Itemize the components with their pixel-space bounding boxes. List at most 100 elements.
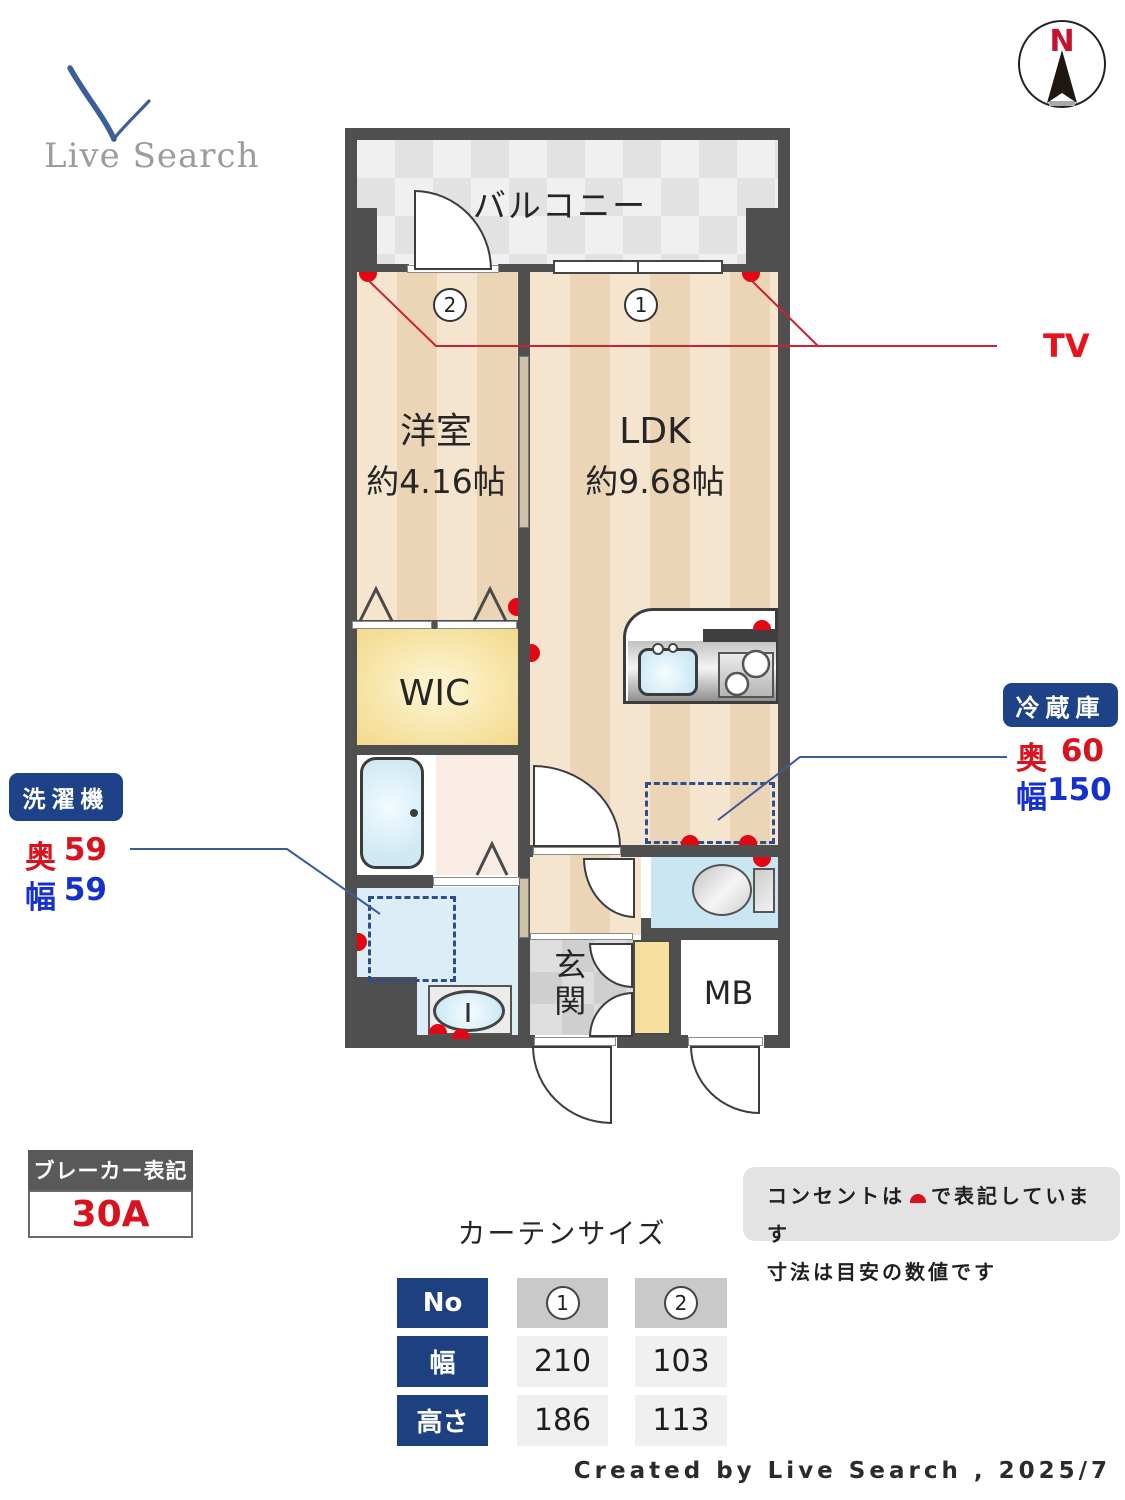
washer-space [368,896,456,982]
fridge-depth: 奥 60 [1016,733,1104,778]
curtain-row-header-width: 幅 [397,1336,488,1387]
wall-hall-left [518,845,530,1035]
outlet-tv-right [742,272,760,282]
washer-depth-value: 59 [63,832,107,868]
washer-depth: 奥 59 [25,832,107,877]
curtain-row-header-no: No [397,1278,488,1328]
washer-width-label: 幅 [25,880,56,916]
washer-depth-label: 奥 [25,840,56,876]
wall-pillar-left [345,208,377,272]
notes-line1-suffix: で表記しています [767,1184,1092,1246]
wic-door-leaf-right [437,621,517,629]
entrance-door-sill [534,1037,616,1046]
washer-width-value: 59 [63,872,107,908]
curtain-table-title: カーテンサイズ [457,1217,667,1250]
wic-label: WIC [398,673,471,714]
fridge-space [645,782,775,844]
entrance-door [532,1046,612,1124]
wic-floor [357,629,518,745]
wall-ldk-bottom-b [621,845,790,857]
compass-north-label: N [1049,24,1075,59]
breaker-value: 30A [28,1190,193,1238]
bathtub [360,757,424,869]
outlet-tv-left [359,272,377,282]
mb-floor [681,940,778,1035]
bathroom-dry-floor [436,755,518,875]
bath-door-sill [433,877,520,886]
hall-door-sill [533,847,621,855]
mb-door-sill [688,1037,763,1046]
tv-label: TV [1043,327,1090,365]
balcony-label: バルコニー [472,186,648,225]
outlet-western-room [508,598,518,616]
wall-pillar-right [746,208,790,272]
wall-bottom-c [764,1035,790,1048]
notes-box: コンセントはで表記しています 寸法は目安の数値です [743,1167,1120,1284]
fridge-depth-value: 60 [1060,733,1104,769]
curtain-marker-2: 2 [433,288,467,322]
wall-top [345,128,790,140]
mb-door [690,1046,760,1114]
outlet-fridge-1 [681,835,699,845]
wall-bath-right [518,755,530,845]
fridge-width-value: 150 [1047,772,1112,808]
logo-v-icon [67,65,151,142]
genkan-label: 玄関 [549,948,588,1020]
curtain-col1-width: 210 [517,1336,608,1387]
curtain-col1-number: 1 [545,1286,580,1320]
fridge-tag: 冷蔵庫 [1003,683,1118,727]
notes-line2: 寸法は目安の数値です [767,1260,997,1284]
fridge-width: 幅 150 [1016,772,1112,817]
curtain-marker-1: 1 [624,288,658,322]
washer-line [130,848,381,915]
mb-label: MB [703,974,754,1012]
wall-left [345,272,357,1048]
outlet-fridge-2 [739,835,757,845]
wall-balcony-sill-a [357,264,409,272]
curtain-col2-number: 2 [664,1286,698,1320]
outlet-basin-1 [429,1024,447,1034]
outlet-toilet [753,857,771,867]
curtain-col2-height: 113 [635,1395,727,1446]
washer-width: 幅 59 [25,872,107,917]
ldk-floor [530,272,778,845]
wall-balcony-sill-b [498,264,556,272]
wall-bath-bottom [345,875,433,888]
credit-text: Created by Live Search , 2025/7 [573,1458,1111,1484]
outlet-ldk-wall [530,644,540,662]
outlet-basin-2 [452,1029,470,1039]
wall-bottom-a [345,1035,535,1048]
ldk-size: 約9.68帖 [585,462,725,501]
wall-wic-bottom [345,745,518,755]
notes-line1: コンセントはで表記しています [767,1177,1096,1253]
wall-bottom-b [617,1035,688,1048]
notes-line1-prefix: コンセントは [767,1184,905,1208]
wall-wic-right [518,620,530,755]
wall-toilet-bottom [641,928,790,940]
fridge-depth-label: 奥 [1016,741,1047,777]
curtain-col1-header: 1 [517,1278,608,1328]
curtain-row-header-height: 高さ [397,1395,488,1446]
wall-ldk-bottom-a [518,845,533,857]
toilet-tank [753,868,775,913]
outlet-washer [357,933,367,951]
shoe-cabinet [633,940,671,1035]
kitchen-range-hood [703,629,778,642]
genkan-step-sill [530,933,633,940]
western-room-name: 洋室 [399,411,472,452]
curtain-col2-header: 2 [635,1278,727,1328]
outlet-symbol-icon [910,1194,926,1203]
kitchen-sink [638,648,698,696]
curtain-col2-width: 103 [635,1336,727,1387]
washbasin-bowl [433,990,505,1032]
wall-balcony-sill-c [720,264,748,272]
fridge-width-label: 幅 [1016,780,1047,816]
wall-mb-left [671,940,681,1037]
room-sliding-door [519,356,529,528]
ldk-name: LDK [619,411,691,452]
logo-text: Live Search [44,136,260,176]
outlet-kitchen [753,620,771,630]
toilet-bowl [692,864,752,916]
wall-washroom-pillar [357,977,417,1035]
